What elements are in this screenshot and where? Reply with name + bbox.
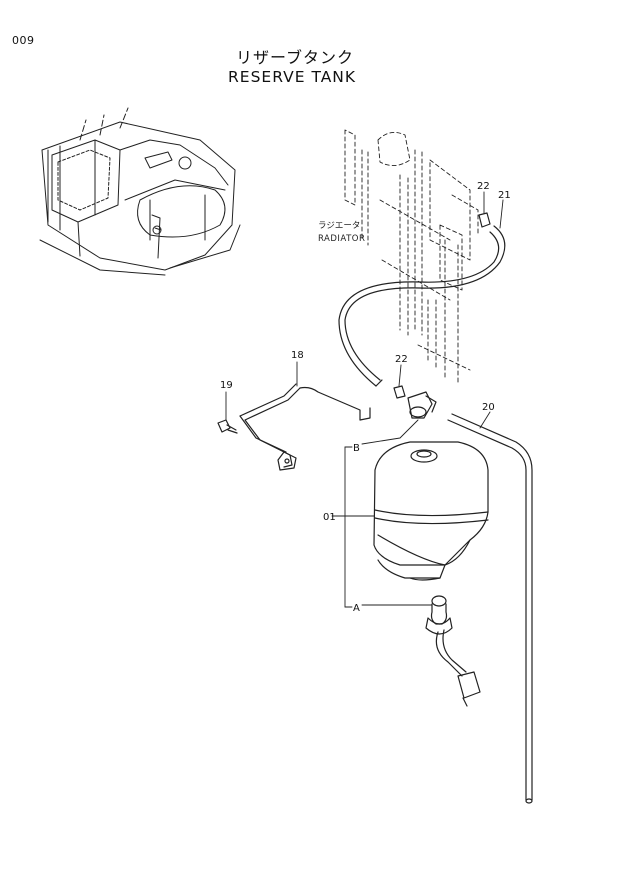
title-english: RESERVE TANK xyxy=(228,68,357,86)
callout-21: 21 xyxy=(498,190,511,201)
bracket-18 xyxy=(239,383,371,471)
title-japanese: リザーブタンク xyxy=(236,48,355,67)
callout-01: 01 xyxy=(323,512,336,523)
elbow-fitting xyxy=(407,391,437,419)
callout-22-upper: 22 xyxy=(477,181,490,192)
page-number: 009 xyxy=(12,34,35,47)
clamp-22-upper xyxy=(478,212,491,228)
radiator-label-japanese: ラジエータ xyxy=(318,221,360,231)
callout-19: 19 xyxy=(220,380,233,391)
tube-20 xyxy=(447,413,533,804)
clamp-22-lower xyxy=(393,385,406,399)
callout-22-lower: 22 xyxy=(395,354,408,365)
radiator-outline xyxy=(344,129,479,386)
bolt-19 xyxy=(217,419,238,434)
reserve-tank-01 xyxy=(373,441,489,581)
reference-lines xyxy=(331,419,433,608)
reference-a: A xyxy=(353,603,360,614)
level-sensor xyxy=(425,595,481,707)
radiator-label-english: RADIATOR xyxy=(318,234,365,244)
callout-18: 18 xyxy=(291,350,304,361)
reference-b: B xyxy=(353,443,360,454)
callout-20: 20 xyxy=(482,402,495,413)
hose-21 xyxy=(338,225,506,387)
leader-lines xyxy=(225,191,504,429)
excavator-overview xyxy=(39,107,241,276)
